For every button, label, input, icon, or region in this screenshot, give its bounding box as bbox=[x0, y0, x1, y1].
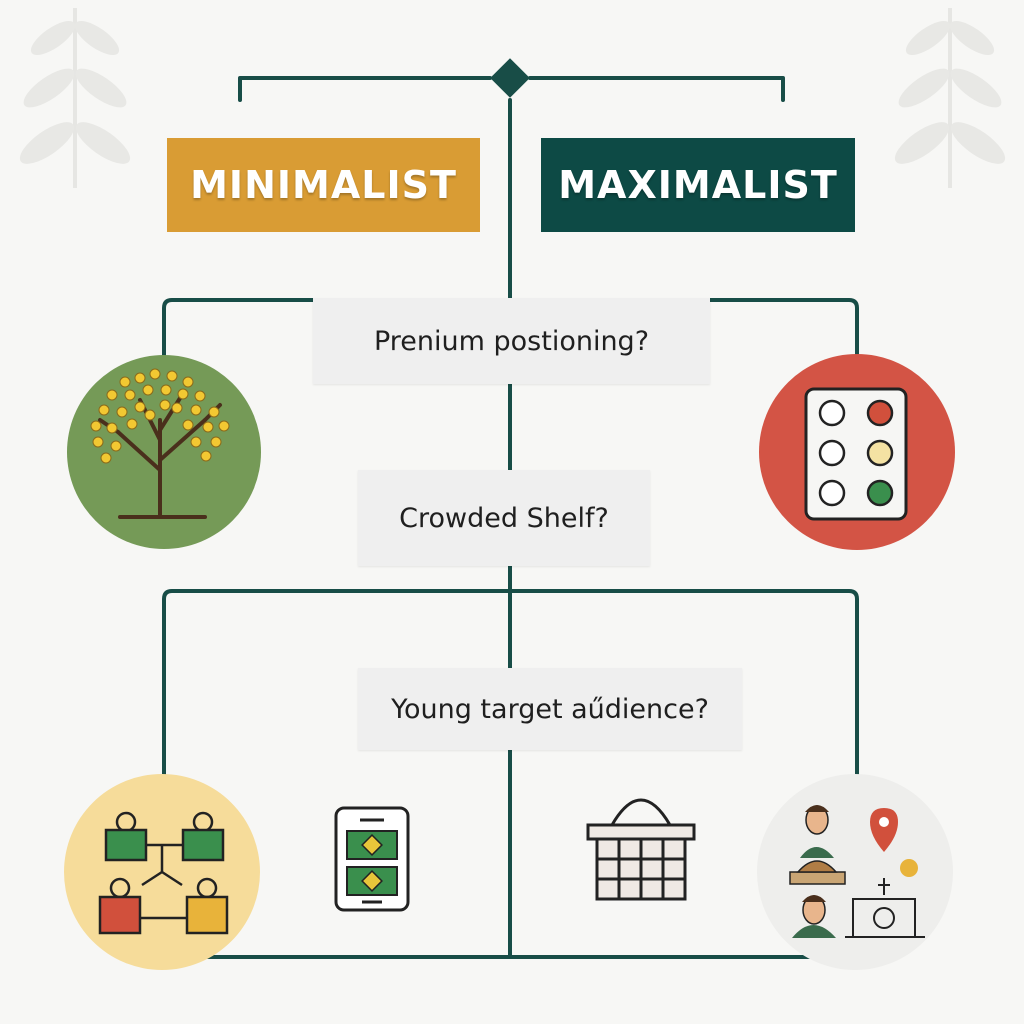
phone-icon bbox=[336, 808, 408, 910]
people-network-icon bbox=[64, 774, 260, 970]
question-crowded-shelf: Crowded Shelf? bbox=[358, 470, 650, 566]
junction-diamond bbox=[490, 58, 530, 98]
minimalist-label: MINIMALIST bbox=[190, 163, 457, 207]
leaf-branch-icon bbox=[14, 8, 136, 188]
maximalist-label: MAXIMALIST bbox=[558, 163, 838, 207]
people-location-icon bbox=[757, 774, 953, 970]
tree-icon bbox=[67, 355, 261, 549]
maximalist-header: MAXIMALIST bbox=[541, 138, 855, 232]
question-premium-positioning: Prenium postioning? bbox=[313, 298, 710, 384]
question-text: Crowded Shelf? bbox=[399, 503, 609, 534]
leaf-branch-icon bbox=[889, 8, 1011, 188]
minimalist-header: MINIMALIST bbox=[167, 138, 480, 232]
question-young-audience: Young target aűdience? bbox=[358, 668, 742, 750]
question-text: Young target aűdience? bbox=[391, 694, 709, 725]
basket-icon bbox=[588, 800, 694, 899]
options-panel-icon bbox=[759, 354, 955, 550]
question-text: Prenium postioning? bbox=[374, 326, 649, 357]
